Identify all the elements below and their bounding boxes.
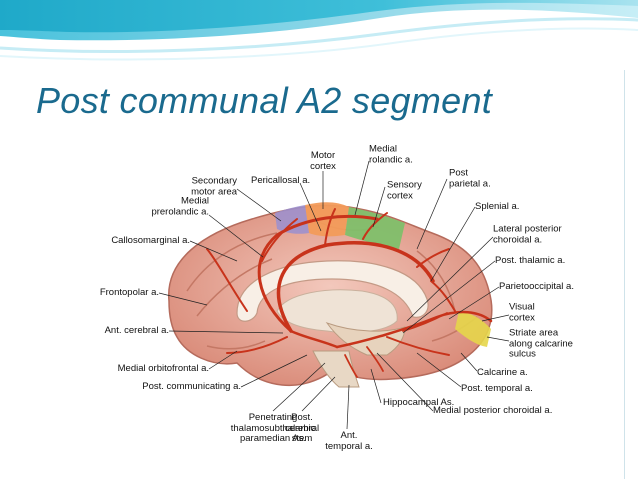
label-parietooccipital: Parietooccipital a. (499, 280, 574, 292)
label-post-parietal: Post parietal a. (449, 167, 491, 189)
label-motor-cortex: Motor cortex (310, 150, 336, 172)
label-splenial: Splenial a. (475, 200, 520, 212)
label-calcarine: Calcarine a. (477, 366, 528, 378)
label-medial-rolandic: Medial rolandic a. (369, 143, 413, 165)
label-striate-area: Striate area along calcarine sulcus (509, 327, 573, 360)
label-post-thalamic: Post. thalamic a. (495, 254, 566, 266)
label-leader-lines (158, 160, 510, 430)
label-post-cerebral-stem: Post. cerebral stem (284, 412, 320, 444)
slide-title: Post communal A2 segment (36, 80, 493, 121)
label-sensory-cortex: Sensory cortex (387, 179, 422, 201)
label-hippocampal: Hippocampal As. (383, 396, 455, 408)
brain-arteries-figure: Motor cortex Medial rolandic a. Secondar… (87, 141, 592, 468)
label-medial-posterior-choroidal: Medial posterior choroidal a. (433, 404, 553, 416)
brain-illustration (168, 202, 493, 388)
label-medial-orbitofrontal: Medial orbitofrontal a. (117, 362, 209, 374)
label-post-communicating: Post. communicating a. (142, 380, 241, 392)
label-ant-cerebral: Ant. cerebral a. (104, 324, 169, 336)
decorative-wave-banner (0, 0, 638, 61)
slide-border-line (624, 70, 625, 479)
label-post-temporal: Post. temporal a. (461, 382, 533, 394)
label-visual-cortex: Visual cortex (509, 301, 535, 323)
label-secondary-motor-area: Secondary motor area (191, 175, 237, 197)
label-pericallosal: Pericallosal a. (251, 174, 311, 186)
label-penetrating-thalamosubthalamic: Penetrating thalamosubthalamic paramedia… (230, 412, 316, 444)
label-frontopolar: Frontopolar a. (99, 286, 159, 298)
label-lateral-posterior-choroidal: Lateral posterior choroidal a. (493, 223, 562, 245)
label-callosomarginal: Callosomarginal a. (111, 234, 190, 246)
label-medial-prerolandic: Medial prerolandic a. (151, 195, 209, 217)
label-ant-temporal: Ant. temporal a. (325, 430, 373, 452)
